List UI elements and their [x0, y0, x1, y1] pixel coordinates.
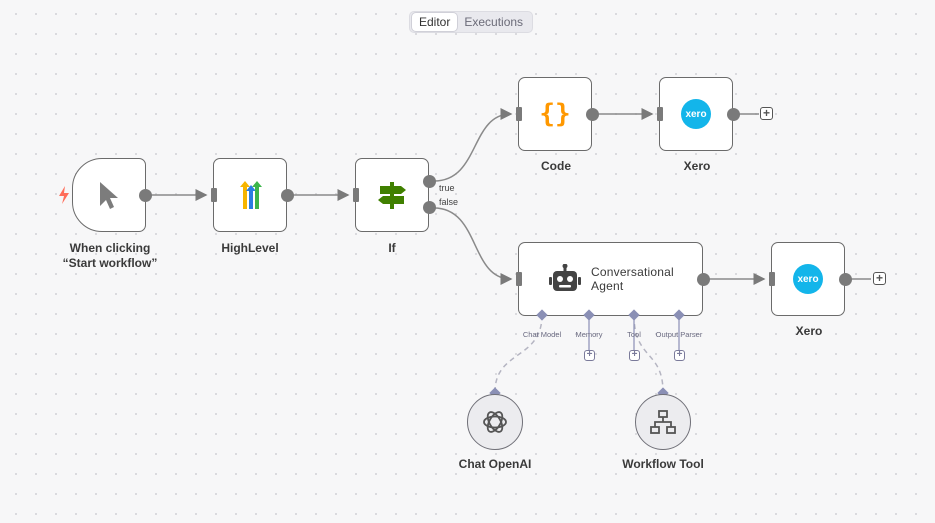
chat-model-label: Chat Model	[522, 330, 562, 339]
if-false-label: false	[439, 197, 459, 207]
tab-executions[interactable]: Executions	[464, 15, 524, 29]
agent-title: Conversational Agent	[591, 265, 674, 293]
trigger-label: When clicking “Start workflow”	[62, 241, 158, 270]
node-manual-trigger[interactable]	[72, 158, 146, 232]
agent-input-port[interactable]	[516, 272, 522, 286]
cursor-icon	[100, 182, 118, 209]
tool-label: Tool	[627, 330, 641, 339]
code-input-port[interactable]	[516, 107, 522, 121]
workflow-tool-label: Workflow Tool	[622, 457, 704, 471]
trigger-output-port[interactable]	[139, 189, 152, 202]
node-xero-top[interactable]: xero	[659, 77, 733, 151]
node-conversational-agent[interactable]: Conversational Agent	[518, 242, 703, 316]
chat-openai-label: Chat OpenAI	[458, 457, 532, 471]
highlevel-output-port[interactable]	[281, 189, 294, 202]
xero-top-output-port[interactable]	[727, 108, 740, 121]
lightning-icon	[59, 186, 69, 204]
view-tabs: Editor Executions	[409, 11, 534, 33]
add-output-parser-button[interactable]: +	[674, 350, 685, 361]
add-node-button[interactable]: +	[873, 272, 886, 285]
tab-editor[interactable]: Editor	[412, 13, 458, 31]
xero-bottom-input-port[interactable]	[769, 272, 775, 286]
node-highlevel[interactable]	[213, 158, 287, 232]
xero-icon: xero	[793, 264, 823, 294]
xero-top-label: Xero	[683, 159, 711, 173]
node-workflow-tool[interactable]	[635, 394, 691, 450]
signpost-icon	[378, 182, 406, 209]
add-memory-button[interactable]: +	[584, 350, 595, 361]
xero-bottom-output-port[interactable]	[839, 273, 852, 286]
openai-icon	[483, 411, 507, 433]
code-braces-icon: {}	[539, 99, 571, 129]
agent-output-port[interactable]	[697, 273, 710, 286]
highlevel-icon	[240, 181, 262, 209]
add-tool-button[interactable]: +	[629, 350, 640, 361]
code-label: Code	[541, 159, 571, 173]
robot-icon	[549, 264, 581, 291]
if-true-port[interactable]	[423, 175, 436, 188]
if-label: If	[388, 241, 396, 255]
highlevel-label: HighLevel	[221, 241, 279, 255]
node-chat-openai[interactable]	[467, 394, 523, 450]
highlevel-input-port[interactable]	[211, 188, 217, 202]
xero-bottom-label: Xero	[795, 324, 823, 338]
if-input-port[interactable]	[353, 188, 359, 202]
xero-top-input-port[interactable]	[657, 107, 663, 121]
output-parser-label: Output Parser	[655, 330, 703, 339]
edge-if-code	[433, 108, 513, 182]
edge-if-agent	[433, 207, 513, 285]
node-xero-bottom[interactable]: xero	[771, 242, 845, 316]
if-true-label: true	[439, 183, 455, 193]
node-code[interactable]: {}	[518, 77, 592, 151]
node-if[interactable]	[355, 158, 429, 232]
code-output-port[interactable]	[586, 108, 599, 121]
if-false-port[interactable]	[423, 201, 436, 214]
network-icon	[650, 410, 676, 434]
edge-chatmodel-openai	[494, 314, 543, 393]
add-node-button[interactable]: +	[760, 107, 773, 120]
xero-icon: xero	[681, 99, 711, 129]
memory-label: Memory	[575, 330, 603, 339]
